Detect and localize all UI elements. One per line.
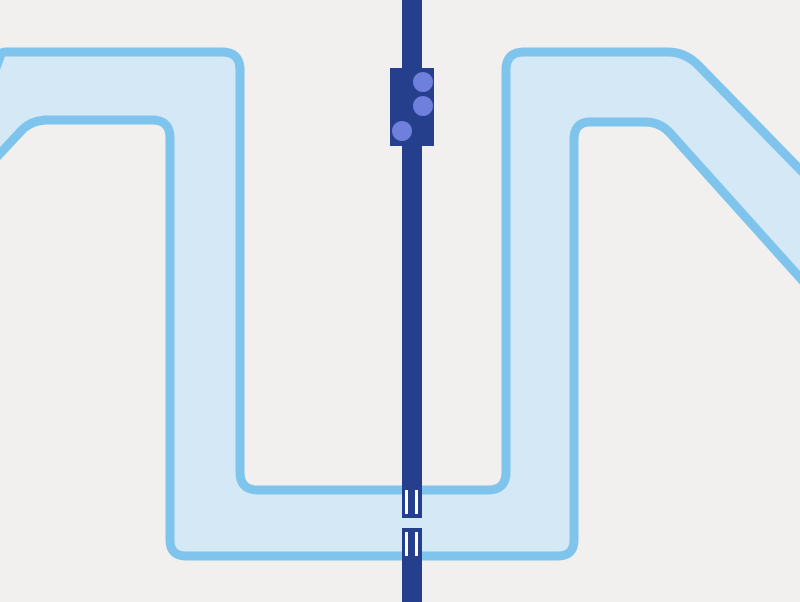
block-dot-3 — [392, 121, 412, 141]
break-mark-left-bottom — [405, 532, 408, 556]
channel-band — [0, 47, 800, 561]
block — [390, 68, 434, 146]
block-dot-2 — [413, 96, 433, 116]
block-dot-1 — [413, 72, 433, 92]
break-mark-right-bottom — [415, 532, 418, 556]
crossing-gap — [400, 518, 424, 528]
track — [400, 0, 424, 602]
break-mark-right-top — [415, 490, 418, 514]
track-bar — [402, 0, 422, 602]
break-mark-left-top — [405, 490, 408, 514]
channel — [0, 47, 800, 561]
